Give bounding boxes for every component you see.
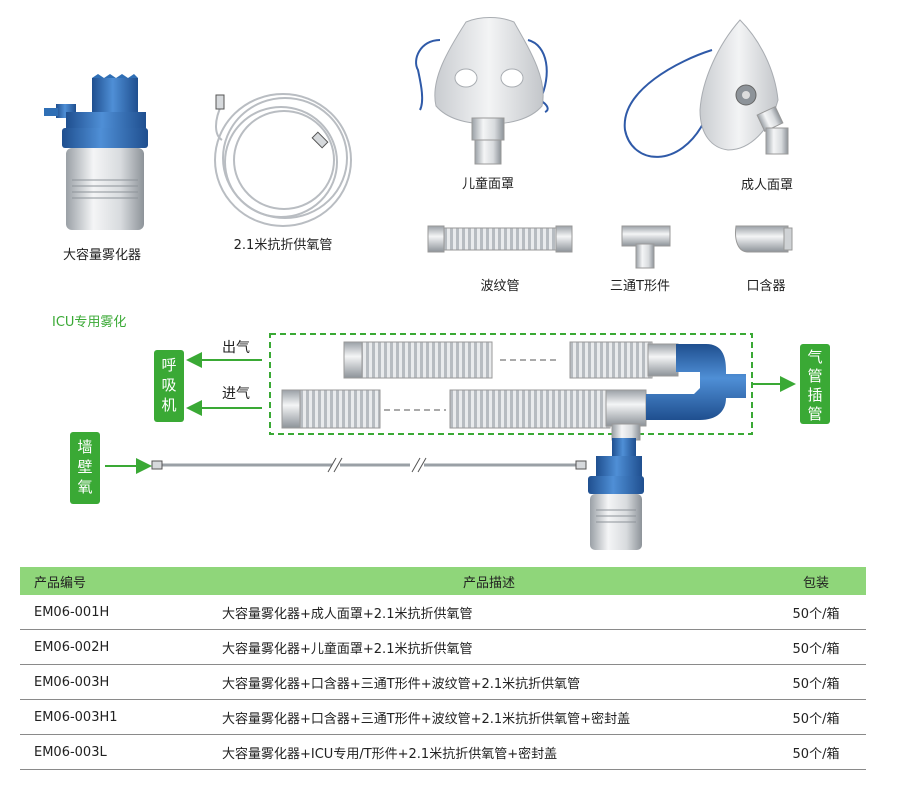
header-desc: 产品描述 [212,567,766,595]
product-code: EM06-001H [20,595,212,630]
product-desc: 大容量雾化器+口含器+三通T形件+波纹管+2.1米抗折供氧管 [212,664,766,700]
adult-mask-label: 成人面罩 [741,178,793,193]
svg-text:气: 气 [807,348,822,366]
svg-text:吸: 吸 [161,376,176,394]
table-row: EM06-001H 大容量雾化器+成人面罩+2.1米抗折供氧管 50个/箱 [20,595,866,630]
svg-text:插: 插 [807,386,822,404]
oxygen-tube-label: 2.1米抗折供氧管 [234,238,333,253]
table-row: EM06-003H1 大容量雾化器+口含器+三通T形件+波纹管+2.1米抗折供氧… [20,699,866,735]
svg-text:管: 管 [807,367,822,385]
svg-text:呼: 呼 [161,356,176,374]
product-table: 产品编号 产品描述 包装 EM06-001H 大容量雾化器+成人面罩+2.1米抗… [20,567,866,770]
header-code: 产品编号 [20,567,212,595]
svg-text:墙: 墙 [77,438,92,456]
product-code: EM06-002H [20,629,212,665]
table-header-row: 产品编号 产品描述 包装 [20,567,866,595]
upper-corrugated-tube [343,341,679,379]
table-row: EM06-003L 大容量雾化器+ICU专用/T形件+2.1米抗折供氧管+密封盖… [20,734,866,770]
mouthpiece-illustration [735,225,793,253]
icu-supply-tube [151,457,587,473]
table-row: EM06-003H 大容量雾化器+口含器+三通T形件+波纹管+2.1米抗折供氧管… [20,664,866,700]
child-mask-illustration [415,17,549,165]
icu-nebulizer [588,438,644,550]
corrugated-label: 波纹管 [480,279,519,294]
icu-circuit-frame [269,333,753,435]
product-desc: 大容量雾化器+口含器+三通T形件+波纹管+2.1米抗折供氧管+密封盖 [212,699,766,735]
t-piece-label: 三通T形件 [610,279,670,294]
product-pack: 50个/箱 [766,664,866,700]
nebulizer-illustration [44,74,148,230]
product-desc: 大容量雾化器+儿童面罩+2.1米抗折供氧管 [212,629,766,665]
product-pack: 50个/箱 [766,629,866,665]
wall-oxygen-box: 墙 壁 氧 [70,432,100,504]
header-pack: 包装 [766,567,866,595]
oxygen-tube-illustration [214,93,352,227]
out-air-label: 出气 [222,340,250,356]
product-illustrations: 大容量雾化器 2.1米抗折供氧管 儿童面罩 成人面罩 波纹管 [44,17,830,550]
svg-text:机: 机 [161,396,176,414]
svg-text:壁: 壁 [77,458,92,476]
product-pack: 50个/箱 [766,595,866,630]
product-desc: 大容量雾化器+ICU专用/T形件+2.1米抗折供氧管+密封盖 [212,734,766,770]
product-pack: 50个/箱 [766,699,866,735]
trach-tube-box: 气 管 插 管 [800,344,830,424]
product-pack: 50个/箱 [766,734,866,770]
svg-text:氧: 氧 [77,478,92,496]
svg-text:管: 管 [807,405,822,423]
in-air-label: 进气 [222,386,250,402]
table-row: EM06-002H 大容量雾化器+儿童面罩+2.1米抗折供氧管 50个/箱 [20,629,866,665]
ventilator-box: 呼 吸 机 [154,350,184,422]
product-code: EM06-003H1 [20,699,212,735]
y-connector [646,344,746,420]
adult-mask-illustration [623,19,789,158]
t-piece-illustration [621,225,671,269]
product-desc: 大容量雾化器+成人面罩+2.1米抗折供氧管 [212,595,766,630]
product-code: EM06-003L [20,734,212,770]
product-code: EM06-003H [20,664,212,700]
corrugated-tube-illustration [427,225,573,253]
child-mask-label: 儿童面罩 [462,176,514,192]
lower-corrugated-tube [281,389,647,441]
mouthpiece-label: 口含器 [746,278,785,294]
nebulizer-label: 大容量雾化器 [63,247,141,263]
icu-section-title: ICU专用雾化 [52,315,126,330]
